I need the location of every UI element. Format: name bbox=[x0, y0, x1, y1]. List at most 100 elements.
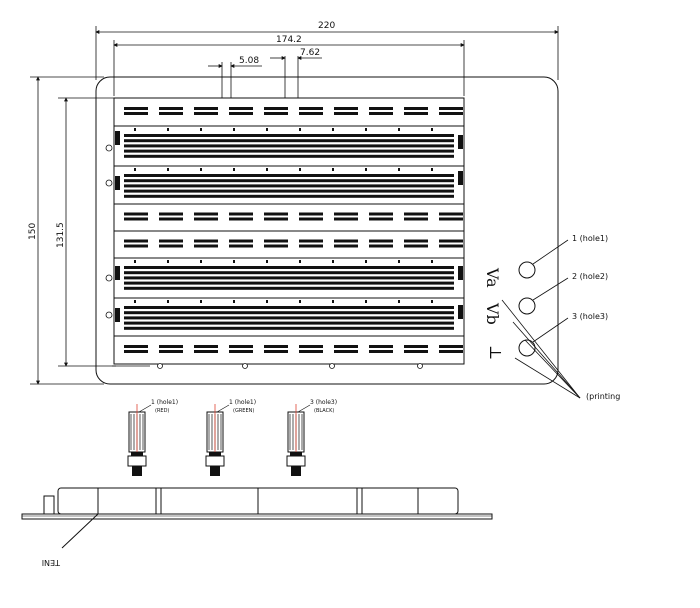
bus-hole-row bbox=[264, 244, 288, 248]
board-width-label: 174.2 bbox=[276, 35, 302, 45]
column-number-mark bbox=[398, 300, 400, 303]
bus-hole-row bbox=[159, 212, 183, 216]
side-elevation bbox=[21, 487, 493, 549]
post-nut bbox=[205, 455, 225, 467]
bus-hole-row bbox=[264, 217, 288, 221]
post-color-label: (GREEN) bbox=[233, 408, 254, 414]
overall-width-label: 220 bbox=[318, 21, 335, 31]
bus-hole-row bbox=[334, 212, 358, 216]
bus-hole-row bbox=[264, 112, 288, 115]
bus-hole-row bbox=[194, 212, 218, 216]
bus-hole-row bbox=[124, 112, 148, 115]
bus-hole-row bbox=[369, 244, 393, 248]
column-number-mark bbox=[200, 300, 202, 303]
bus-hole-row bbox=[369, 345, 393, 348]
bus-hole-row bbox=[299, 239, 323, 243]
bus-hole-row bbox=[229, 217, 253, 221]
breadboard-assembly bbox=[113, 97, 465, 365]
column-number-mark bbox=[332, 260, 334, 263]
post-color-label: (BLACK) bbox=[314, 408, 334, 414]
bus-hole-row bbox=[229, 212, 253, 216]
column-number-mark bbox=[299, 168, 301, 171]
bus-hole-row bbox=[194, 345, 218, 348]
post-base bbox=[291, 466, 301, 476]
bus-hole-row bbox=[299, 345, 323, 348]
bus-hole-row bbox=[299, 212, 323, 216]
column-number-mark bbox=[134, 260, 136, 263]
column-number-mark bbox=[266, 260, 268, 263]
side-label: TENI bbox=[42, 558, 61, 567]
column-number-mark bbox=[233, 260, 235, 263]
terminal-hole-row bbox=[124, 179, 454, 183]
bus-hole-row bbox=[439, 107, 463, 110]
bus-hole-row bbox=[369, 112, 393, 115]
terminal-hole-row bbox=[124, 174, 454, 177]
post-base bbox=[210, 466, 220, 476]
binding-post-3: 3 (hole3)(BLACK) bbox=[286, 399, 337, 476]
post-leader bbox=[138, 404, 152, 413]
column-number-mark bbox=[134, 128, 136, 131]
bus-hole-row bbox=[299, 217, 323, 221]
bus-hole-row bbox=[369, 212, 393, 216]
terminal-hole-row bbox=[124, 266, 454, 269]
bus-hole-row bbox=[334, 244, 358, 248]
column-number-mark bbox=[431, 128, 433, 131]
bus-hole-row bbox=[439, 217, 463, 221]
column-number-mark bbox=[365, 168, 367, 171]
bus-hole-row bbox=[264, 345, 288, 348]
column-number-mark bbox=[398, 168, 400, 171]
bus-hole-row bbox=[124, 107, 148, 110]
post-leader bbox=[297, 404, 311, 413]
bus-hole-row bbox=[194, 112, 218, 115]
binding-posts: 1 (hole1)(RED)1 (hole1)(GREEN)3 (hole3)(… bbox=[127, 399, 337, 476]
column-number-mark bbox=[200, 260, 202, 263]
column-number-mark bbox=[299, 260, 301, 263]
va-label: Va bbox=[483, 267, 502, 288]
bus-hole-row bbox=[334, 345, 358, 348]
binding-post-1: 1 (hole1)(RED) bbox=[127, 399, 178, 476]
column-number-mark bbox=[200, 128, 202, 131]
strip-end-labels bbox=[115, 131, 463, 322]
bus-hole-row bbox=[404, 239, 428, 243]
bus-hole-row bbox=[334, 112, 358, 115]
bus-hole-row bbox=[334, 239, 358, 243]
column-number-mark bbox=[332, 168, 334, 171]
bus-hole-row bbox=[404, 107, 428, 110]
bus-hole-row bbox=[439, 350, 463, 353]
post-base bbox=[132, 466, 142, 476]
bus-hole-row bbox=[264, 212, 288, 216]
bus-hole-row bbox=[159, 244, 183, 248]
bus-hole-row bbox=[124, 244, 148, 248]
post-collar bbox=[209, 452, 221, 456]
bus-hole-row bbox=[264, 350, 288, 353]
column-number-mark bbox=[431, 260, 433, 263]
hole-leaders bbox=[501, 239, 581, 399]
bus-hole-row bbox=[159, 112, 183, 115]
bus-hole-row bbox=[194, 350, 218, 353]
bus-hole-row bbox=[334, 107, 358, 110]
bus-hole-row bbox=[124, 239, 148, 243]
bus-hole-row bbox=[404, 112, 428, 115]
bus-hole-row bbox=[439, 345, 463, 348]
pitch-small-label: 5.08 bbox=[239, 56, 259, 66]
terminal-hole-row bbox=[124, 149, 454, 153]
column-number-mark bbox=[167, 168, 169, 171]
column-number-mark bbox=[299, 300, 301, 303]
bus-hole-row bbox=[194, 107, 218, 110]
terminal-hole-row bbox=[124, 189, 454, 193]
bus-hole-row bbox=[229, 239, 253, 243]
bus-hole-row bbox=[404, 350, 428, 353]
terminal-hole-row bbox=[124, 316, 454, 320]
bus-hole-row bbox=[264, 239, 288, 243]
column-number-mark bbox=[398, 260, 400, 263]
terminal-hole-row bbox=[124, 281, 454, 285]
terminal-hole-row bbox=[124, 311, 454, 315]
pitch-large-label: 7.62 bbox=[300, 48, 320, 58]
dimension-overall-height bbox=[30, 76, 104, 385]
hole2-label: 2 (hole2) bbox=[572, 272, 608, 281]
terminal-hole-row bbox=[124, 326, 454, 330]
column-number-mark bbox=[266, 128, 268, 131]
post-collar bbox=[131, 452, 143, 456]
bus-hole-row bbox=[299, 112, 323, 115]
column-number-mark bbox=[431, 300, 433, 303]
